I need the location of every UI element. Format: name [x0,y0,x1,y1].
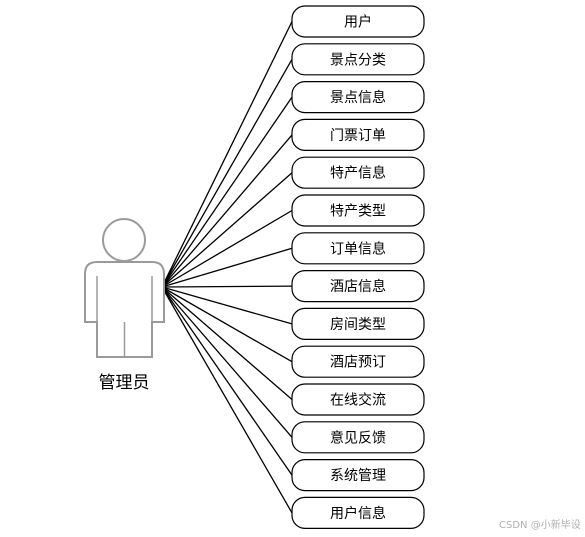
connector-line [161,285,293,288]
function-node-label: 用户信息 [330,505,386,522]
function-node-label: 酒店预订 [330,355,386,371]
connector-line [161,286,293,476]
connector-line [161,21,293,288]
connector-line [161,286,293,325]
function-node: 用户 [291,5,425,38]
actor-label: 管理员 [99,373,150,393]
function-node-label: 房间类型 [330,317,386,333]
function-node-label: 特产信息 [330,165,386,182]
function-node-label: 酒店信息 [330,278,386,295]
function-node: 景点信息 [291,80,425,114]
connector-line [161,286,293,438]
connector-line [161,209,293,288]
function-node: 酒店信息 [291,270,425,303]
function-node-box [291,345,425,378]
actor-body [84,261,165,358]
function-node: 特产类型 [291,194,425,227]
function-node: 系统管理 [291,459,425,492]
actor-head [102,218,146,262]
connector-line [161,96,293,288]
function-node-label: 在线交流 [330,392,386,409]
function-node-label: 订单信息 [330,240,386,257]
function-node: 意见反馈 [291,421,425,454]
function-node: 订单信息 [291,232,425,265]
watermark: CSDN @小新毕设 [499,520,581,531]
function-node-label: 景点信息 [330,89,386,106]
function-node: 酒店预订 [291,345,425,378]
connector-line [161,134,293,288]
function-nodes: 用户景点分类景点信息门票订单特产信息特产类型订单信息酒店信息房间类型酒店预订在线… [291,5,425,529]
function-node-box [291,421,425,454]
function-node: 特产信息 [291,156,425,189]
function-node: 在线交流 [291,383,425,416]
connector-line [161,286,293,363]
function-node-label: 用户 [344,14,372,31]
function-node-box [291,232,425,265]
function-node-box [291,156,425,189]
function-node-box [291,307,425,340]
connector-line [161,58,293,288]
function-node-box [291,5,425,38]
connector-line [161,172,293,288]
connector-lines [161,21,293,514]
function-node-label: 特产类型 [330,204,386,220]
connector-line [161,286,293,514]
function-node-box [291,383,425,416]
function-node-box [291,118,425,152]
function-node-box [291,43,425,76]
function-node-label: 门票订单 [330,128,386,144]
function-node: 门票订单 [291,118,425,152]
actor-figure: 管理员 [84,218,165,393]
function-node: 景点分类 [291,43,425,76]
connector-line [161,247,293,288]
function-node-box [291,270,425,303]
function-node-label: 意见反馈 [330,429,386,446]
function-node-box [291,496,425,529]
function-node: 房间类型 [291,307,425,340]
connector-line [161,286,293,400]
function-node-box [291,80,425,114]
function-node: 用户信息 [291,496,425,529]
function-node-box [291,459,425,492]
function-node-label: 系统管理 [330,468,386,484]
function-node-label: 景点分类 [330,52,386,68]
function-node-box [291,194,425,227]
